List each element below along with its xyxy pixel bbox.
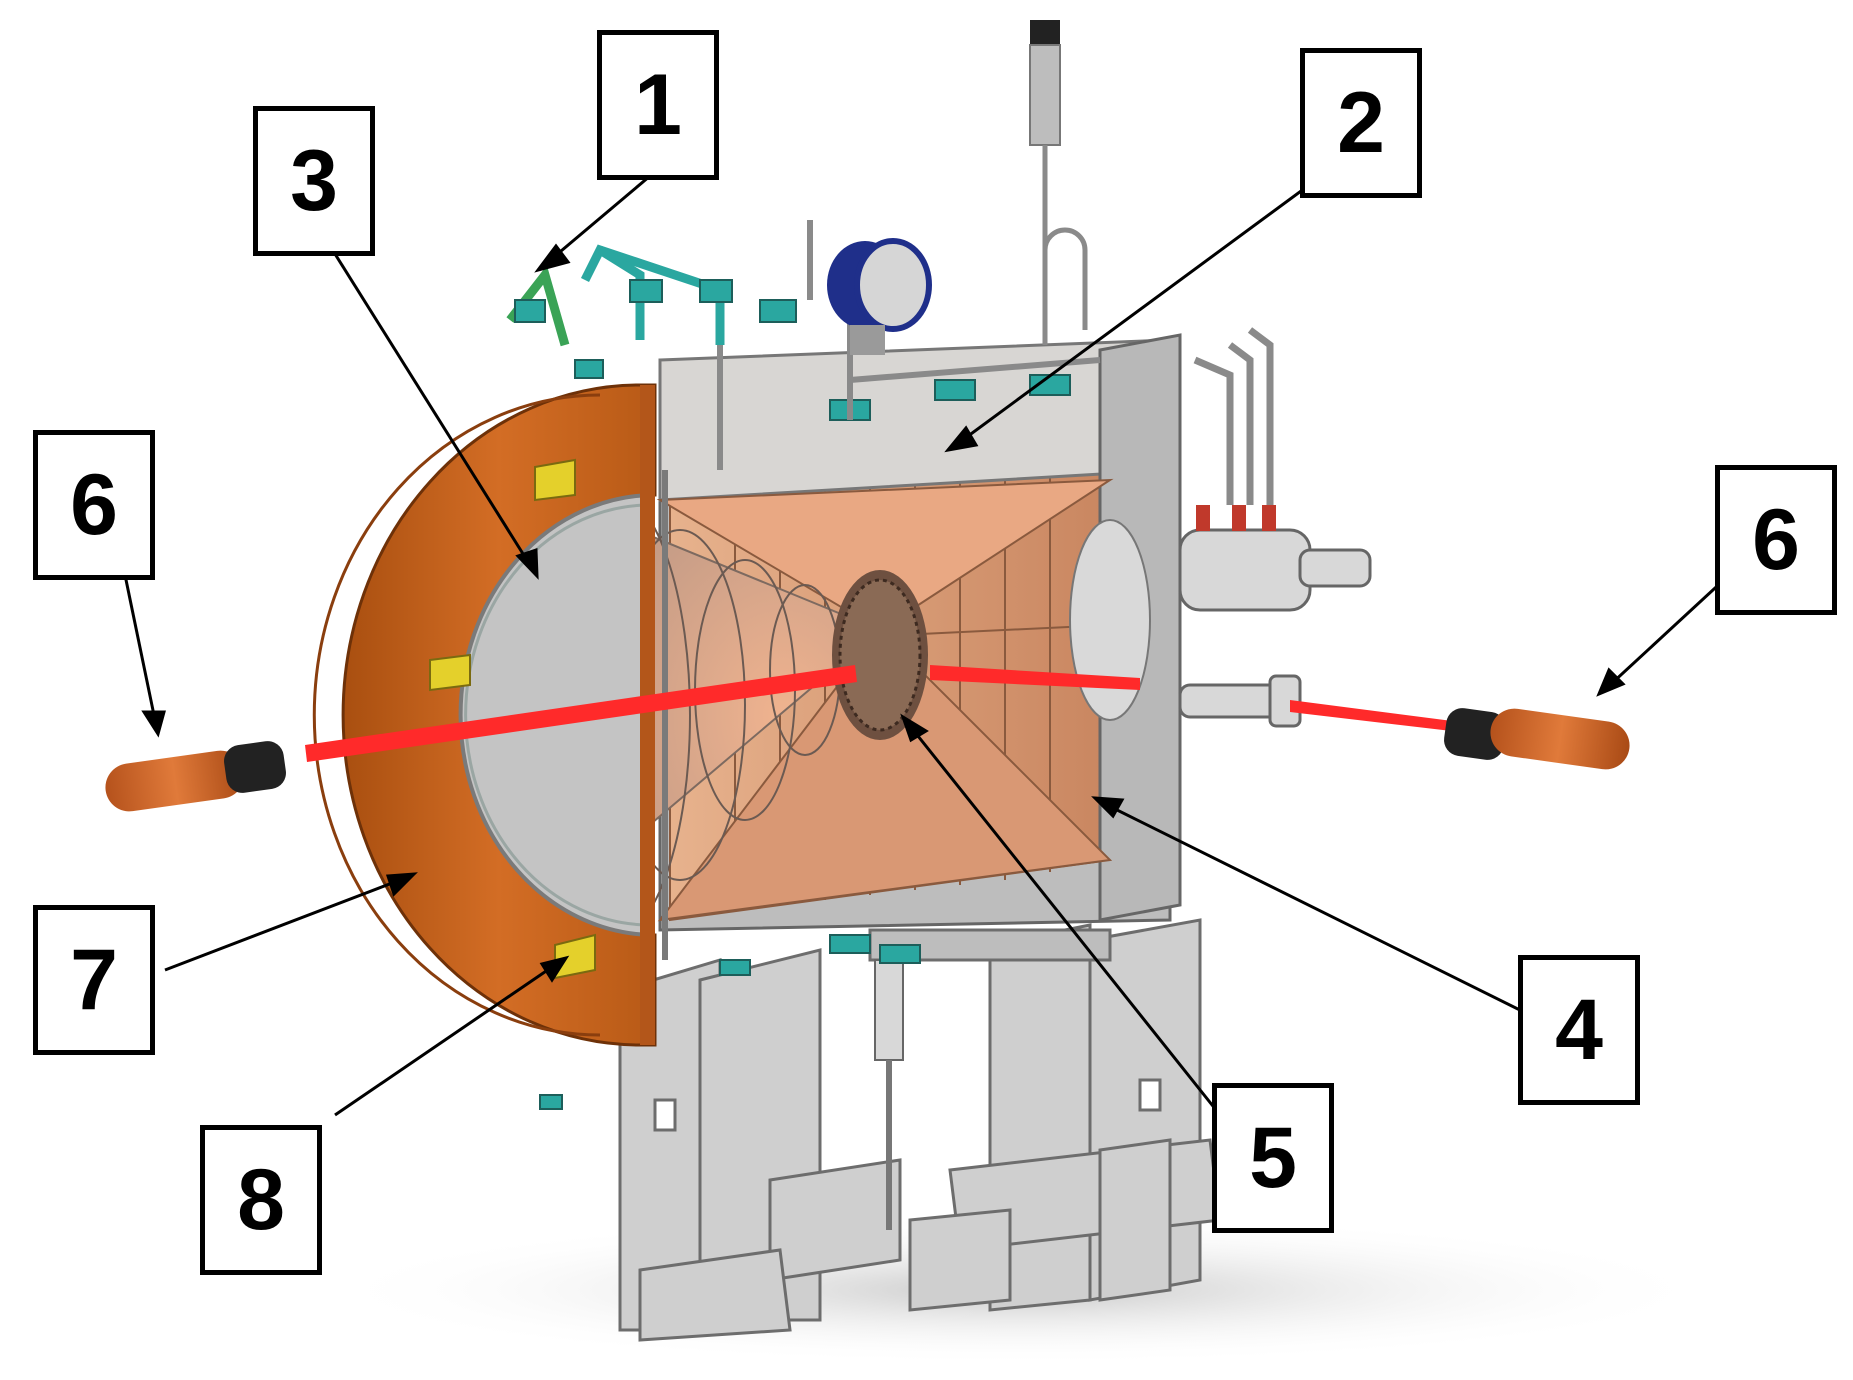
label-5-text: 5 [1249, 1110, 1297, 1206]
label-8: 8 [200, 1125, 322, 1275]
label-6-left: 6 [33, 430, 155, 580]
label-6-right: 6 [1715, 465, 1837, 615]
label-6-left-text: 6 [70, 457, 118, 553]
sample-bed [832, 570, 928, 740]
label-2: 2 [1300, 48, 1422, 198]
label-1-text: 1 [634, 57, 682, 153]
label-4-text: 4 [1555, 982, 1603, 1078]
leader-arrows [123, 153, 1742, 1141]
red-connectors [1196, 505, 1276, 531]
label-3: 3 [253, 106, 375, 256]
label-8-text: 8 [237, 1152, 285, 1248]
label-2-text: 2 [1337, 75, 1385, 171]
laser-left [105, 741, 286, 812]
right-ports [1178, 528, 1372, 728]
label-7-text: 7 [70, 932, 118, 1028]
lower-gauge [874, 959, 904, 1230]
label-5: 5 [1212, 1083, 1334, 1233]
support-frame [618, 918, 1222, 1342]
label-7: 7 [33, 905, 155, 1055]
gas-valves [514, 279, 1071, 421]
pressure-transducer [1029, 20, 1088, 345]
lower-valves [539, 934, 921, 1110]
flow-meter [827, 238, 932, 355]
window-clamps [429, 458, 596, 980]
label-1: 1 [597, 30, 719, 180]
label-3-text: 3 [290, 133, 338, 229]
top-right-pipes [1193, 327, 1274, 505]
laser-right [1444, 708, 1630, 770]
label-6-right-text: 6 [1752, 492, 1800, 588]
laser-beam [305, 665, 1460, 762]
manifold-tubes [717, 220, 1101, 470]
label-4: 4 [1518, 955, 1640, 1105]
